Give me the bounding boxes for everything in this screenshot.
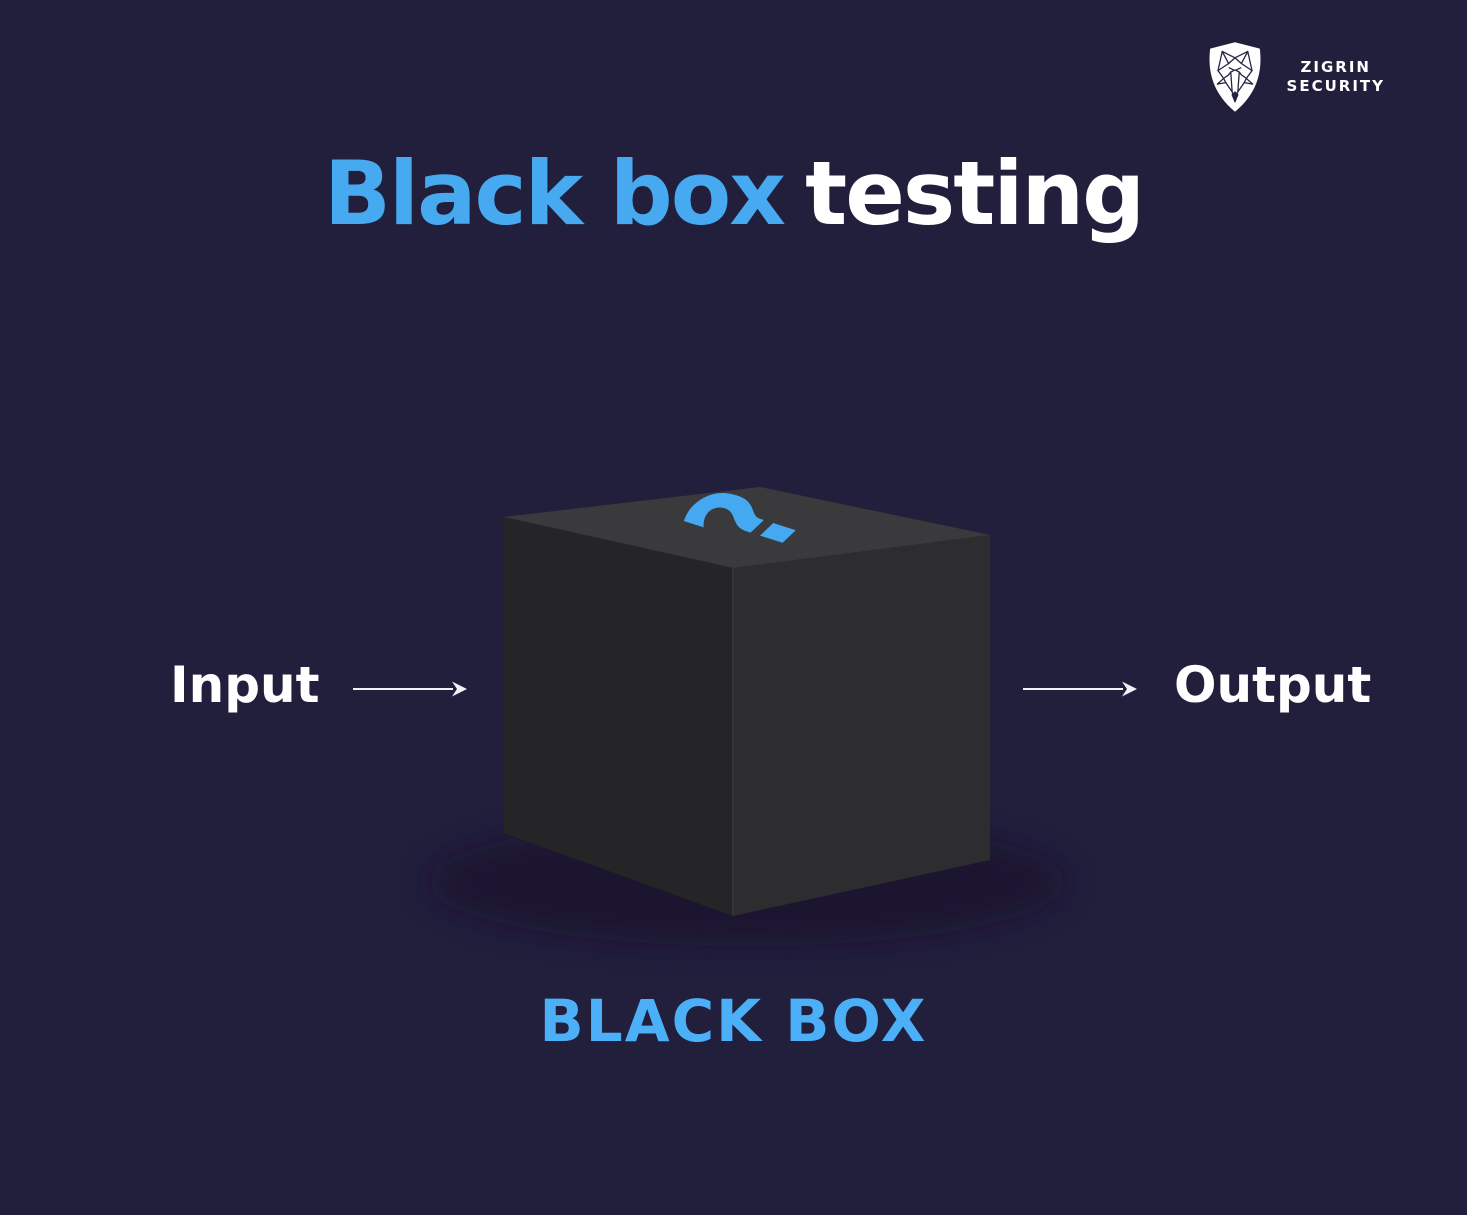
- output-label: Output: [1174, 656, 1372, 714]
- shield-shape: [1209, 42, 1261, 112]
- wolf-icon: [1216, 50, 1253, 103]
- black-box-caption: BLACK BOX: [539, 987, 928, 1055]
- wolf-shield-logo-icon: [1209, 42, 1261, 112]
- brand-logo: ZIGRIN SECURITY: [1199, 38, 1385, 116]
- brand-line1: ZIGRIN: [1300, 58, 1371, 76]
- cube-left-face: [504, 517, 733, 916]
- title-highlight: Black box: [323, 142, 786, 245]
- output-arrow-icon: [1023, 681, 1137, 697]
- title-rest: testing: [805, 142, 1145, 245]
- brand-name: ZIGRIN SECURITY: [1287, 58, 1385, 96]
- brand-line2: SECURITY: [1286, 77, 1385, 95]
- input-arrow-icon: [353, 681, 467, 697]
- cube-top-face: [504, 487, 990, 568]
- cube-right-face: [733, 535, 990, 916]
- input-label: Input: [170, 656, 320, 714]
